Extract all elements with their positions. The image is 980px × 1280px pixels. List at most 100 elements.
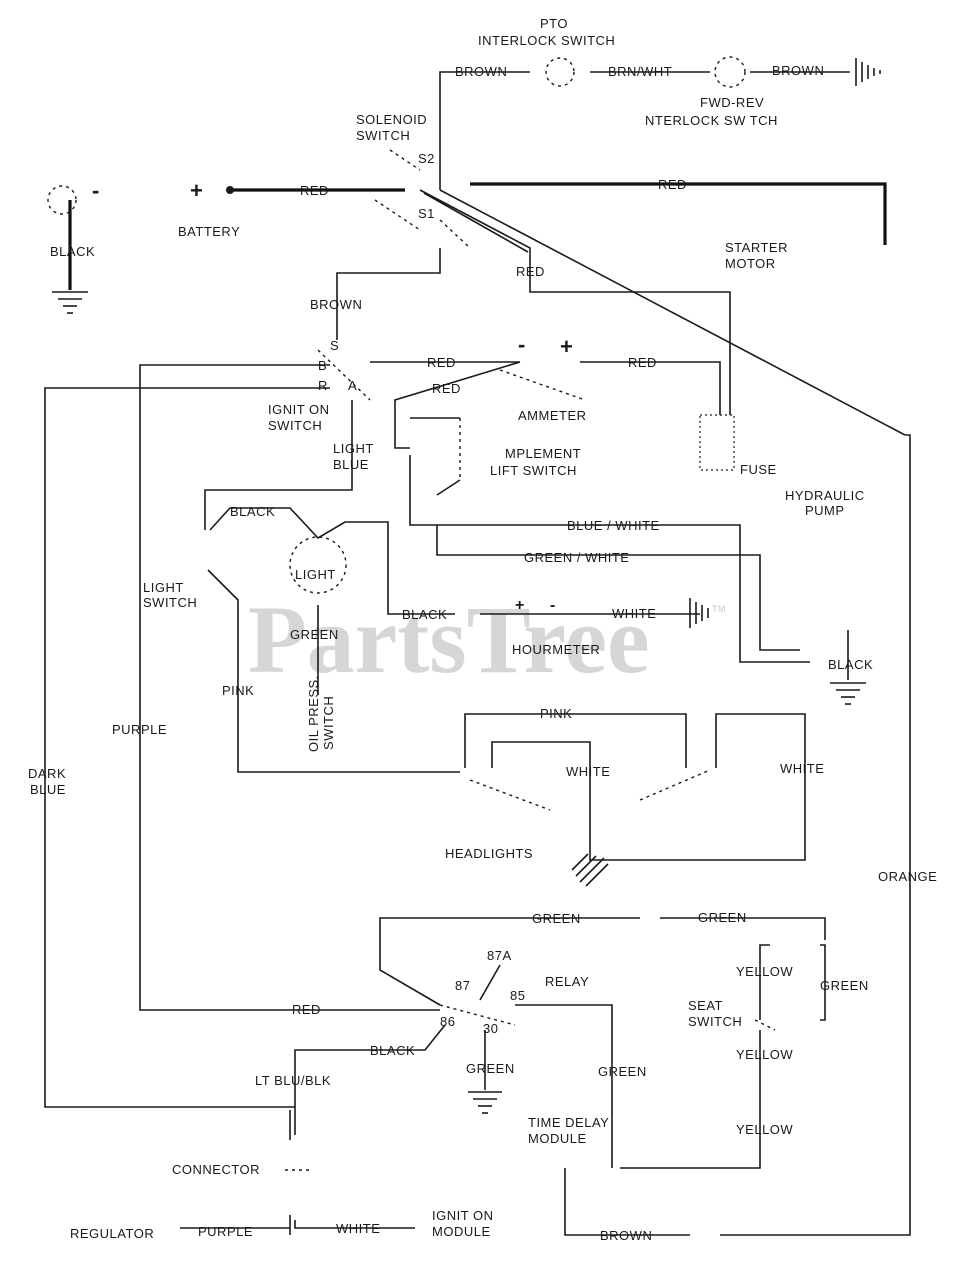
wire-pink-light [207, 569, 460, 773]
wire-label-green-relay-top-right: GREEN [698, 910, 747, 925]
wire-label-black-hourmeter: BLACK [402, 607, 447, 622]
wire-label-green-oil: GREEN [290, 627, 339, 642]
wire-purple [139, 364, 440, 1011]
seat-switch-label-2: SWITCH [688, 1014, 742, 1029]
ground-hourmeter [689, 598, 709, 628]
time-delay-label-1: TIME DELAY [528, 1115, 609, 1130]
wire-label-green-white: GREEN / WHITE [524, 550, 629, 565]
fuse-symbol [699, 414, 735, 471]
implement-lift-label-2: LIFT SWITCH [490, 463, 577, 478]
wire-label-black-relay: BLACK [370, 1043, 415, 1058]
wire-label-purple-regulator: PURPLE [198, 1224, 253, 1239]
wire-label-lt-blu-blk: LT BLU/BLK [255, 1073, 331, 1088]
ground-pump [830, 682, 866, 705]
wire-orange [720, 434, 911, 1236]
wire-black-relay [294, 1024, 446, 1135]
oil-press-label-1: OIL PRESS. [306, 675, 321, 752]
hourmeter-label: HOURMETER [512, 642, 600, 657]
labels: PTO INTERLOCK SWITCH FWD-REV NTERLOCK SW… [28, 16, 937, 1243]
wire-label-light-blue-2: BLUE [333, 457, 369, 472]
seat-switch-label-1: SEAT [688, 998, 723, 1013]
wire-label-green-seat: GREEN [820, 978, 869, 993]
wire-label-white-ignition-module: WHITE [336, 1221, 380, 1236]
wire-label-brown-pto: BROWN [455, 64, 507, 79]
wire-label-red-relay: RED [292, 1002, 321, 1017]
wire-label-purple: PURPLE [112, 722, 167, 737]
hydraulic-pump-label-1: HYDRAULIC [785, 488, 865, 503]
wire-label-green-relay-top-left: GREEN [532, 911, 581, 926]
ignition-switch-label-2: SWITCH [268, 418, 322, 433]
wire-label-red-battery: RED [300, 183, 329, 198]
wire-label-brown-fwd: BROWN [772, 63, 824, 78]
wire-label-light-blue-1: LIGHT [333, 441, 374, 456]
wire-label-white-hourmeter: WHITE [612, 606, 656, 621]
hourmeter-minus: - [550, 597, 556, 614]
wire-red-fuse [419, 189, 731, 415]
wire-red-ammeter-r [394, 361, 521, 449]
wire-label-black-light: BLACK [230, 504, 275, 519]
pto-interlock-label-1: PTO [540, 16, 568, 31]
wire-pink-headlight [464, 713, 687, 768]
ammeter-label: AMMETER [518, 408, 587, 423]
light-bulb-symbol [289, 536, 347, 594]
wire-label-yellow-3: YELLOW [736, 1122, 793, 1137]
solenoid-label-2: SWITCH [356, 128, 410, 143]
ground-headlights [571, 853, 609, 887]
wire-label-dark-blue-1: DARK [28, 766, 66, 781]
solenoid-body [439, 219, 471, 249]
wire-label-green-time-delay: GREEN [598, 1064, 647, 1079]
wire-red-ammeter-fuse [580, 361, 721, 415]
wire-red-fuse-2 [423, 192, 529, 253]
relay-87: 87 [455, 978, 470, 993]
solenoid-s2-contact [389, 149, 421, 171]
wire-blue-white [409, 455, 810, 663]
wire-label-white-headlight-left: WHITE [566, 764, 610, 779]
symbols [47, 56, 881, 1235]
wire-label-white-headlight-right: WHITE [780, 761, 824, 776]
relay-85: 85 [510, 988, 525, 1003]
solenoid-s2: S2 [418, 151, 435, 166]
fwd-rev-switch-symbol [714, 56, 746, 88]
wire-label-red-fuse: RED [516, 264, 545, 279]
ignition-switch-label-1: IGNIT ON [268, 402, 330, 417]
relay-body [439, 1004, 516, 1026]
light-switch-label-2: SWITCH [143, 595, 197, 610]
wire-green-seat [820, 944, 826, 1021]
wire-dark-blue [44, 387, 330, 1108]
wire-label-blue-white: BLUE / WHITE [567, 518, 660, 533]
light-switch-label-1: LIGHT [143, 580, 184, 595]
solenoid-s1-contact [374, 199, 421, 231]
wire-label-yellow-2: YELLOW [736, 1047, 793, 1062]
relay-label: RELAY [545, 974, 589, 989]
wire-label-red-ammeter-fuse: RED [628, 355, 657, 370]
ignition-terminal-a: A [348, 378, 357, 393]
relay-86: 86 [440, 1014, 455, 1029]
ignition-terminal-s: S [330, 338, 339, 353]
regulator-label: REGULATOR [70, 1226, 154, 1241]
wire-brown-ignition [336, 248, 441, 340]
wire-light-blue [204, 400, 353, 530]
wire-label-pink-headlight: PINK [540, 706, 572, 721]
watermark: PartsTree TM [248, 586, 726, 693]
light-label: LIGHT [295, 567, 336, 582]
ignition-module-label-1: IGNIT ON [432, 1208, 494, 1223]
hourmeter-plus: + [515, 597, 525, 614]
time-delay-label-2: MODULE [528, 1131, 587, 1146]
ignition-terminal-b: B [318, 358, 327, 373]
wire-label-red-ign-ammeter: RED [427, 355, 456, 370]
wire-label-red-ammeter-r: RED [432, 381, 461, 396]
connector-label: CONNECTOR [172, 1162, 260, 1177]
wire-label-red-starter: RED [658, 177, 687, 192]
headlights-label: HEADLIGHTS [445, 846, 533, 861]
wire-green-relay-top-r [660, 917, 826, 940]
wire-label-brown-bottom: BROWN [600, 1228, 652, 1243]
ground-battery [52, 291, 88, 314]
wire-label-orange: ORANGE [878, 869, 937, 884]
wire-label-dark-blue-2: BLUE [30, 782, 66, 797]
wire-red-starter [470, 182, 887, 245]
wire-white-headlight [491, 713, 806, 861]
wire-brown-pto [439, 71, 530, 190]
wire-green-white [436, 525, 800, 651]
headlight-right-symbol [639, 769, 711, 801]
